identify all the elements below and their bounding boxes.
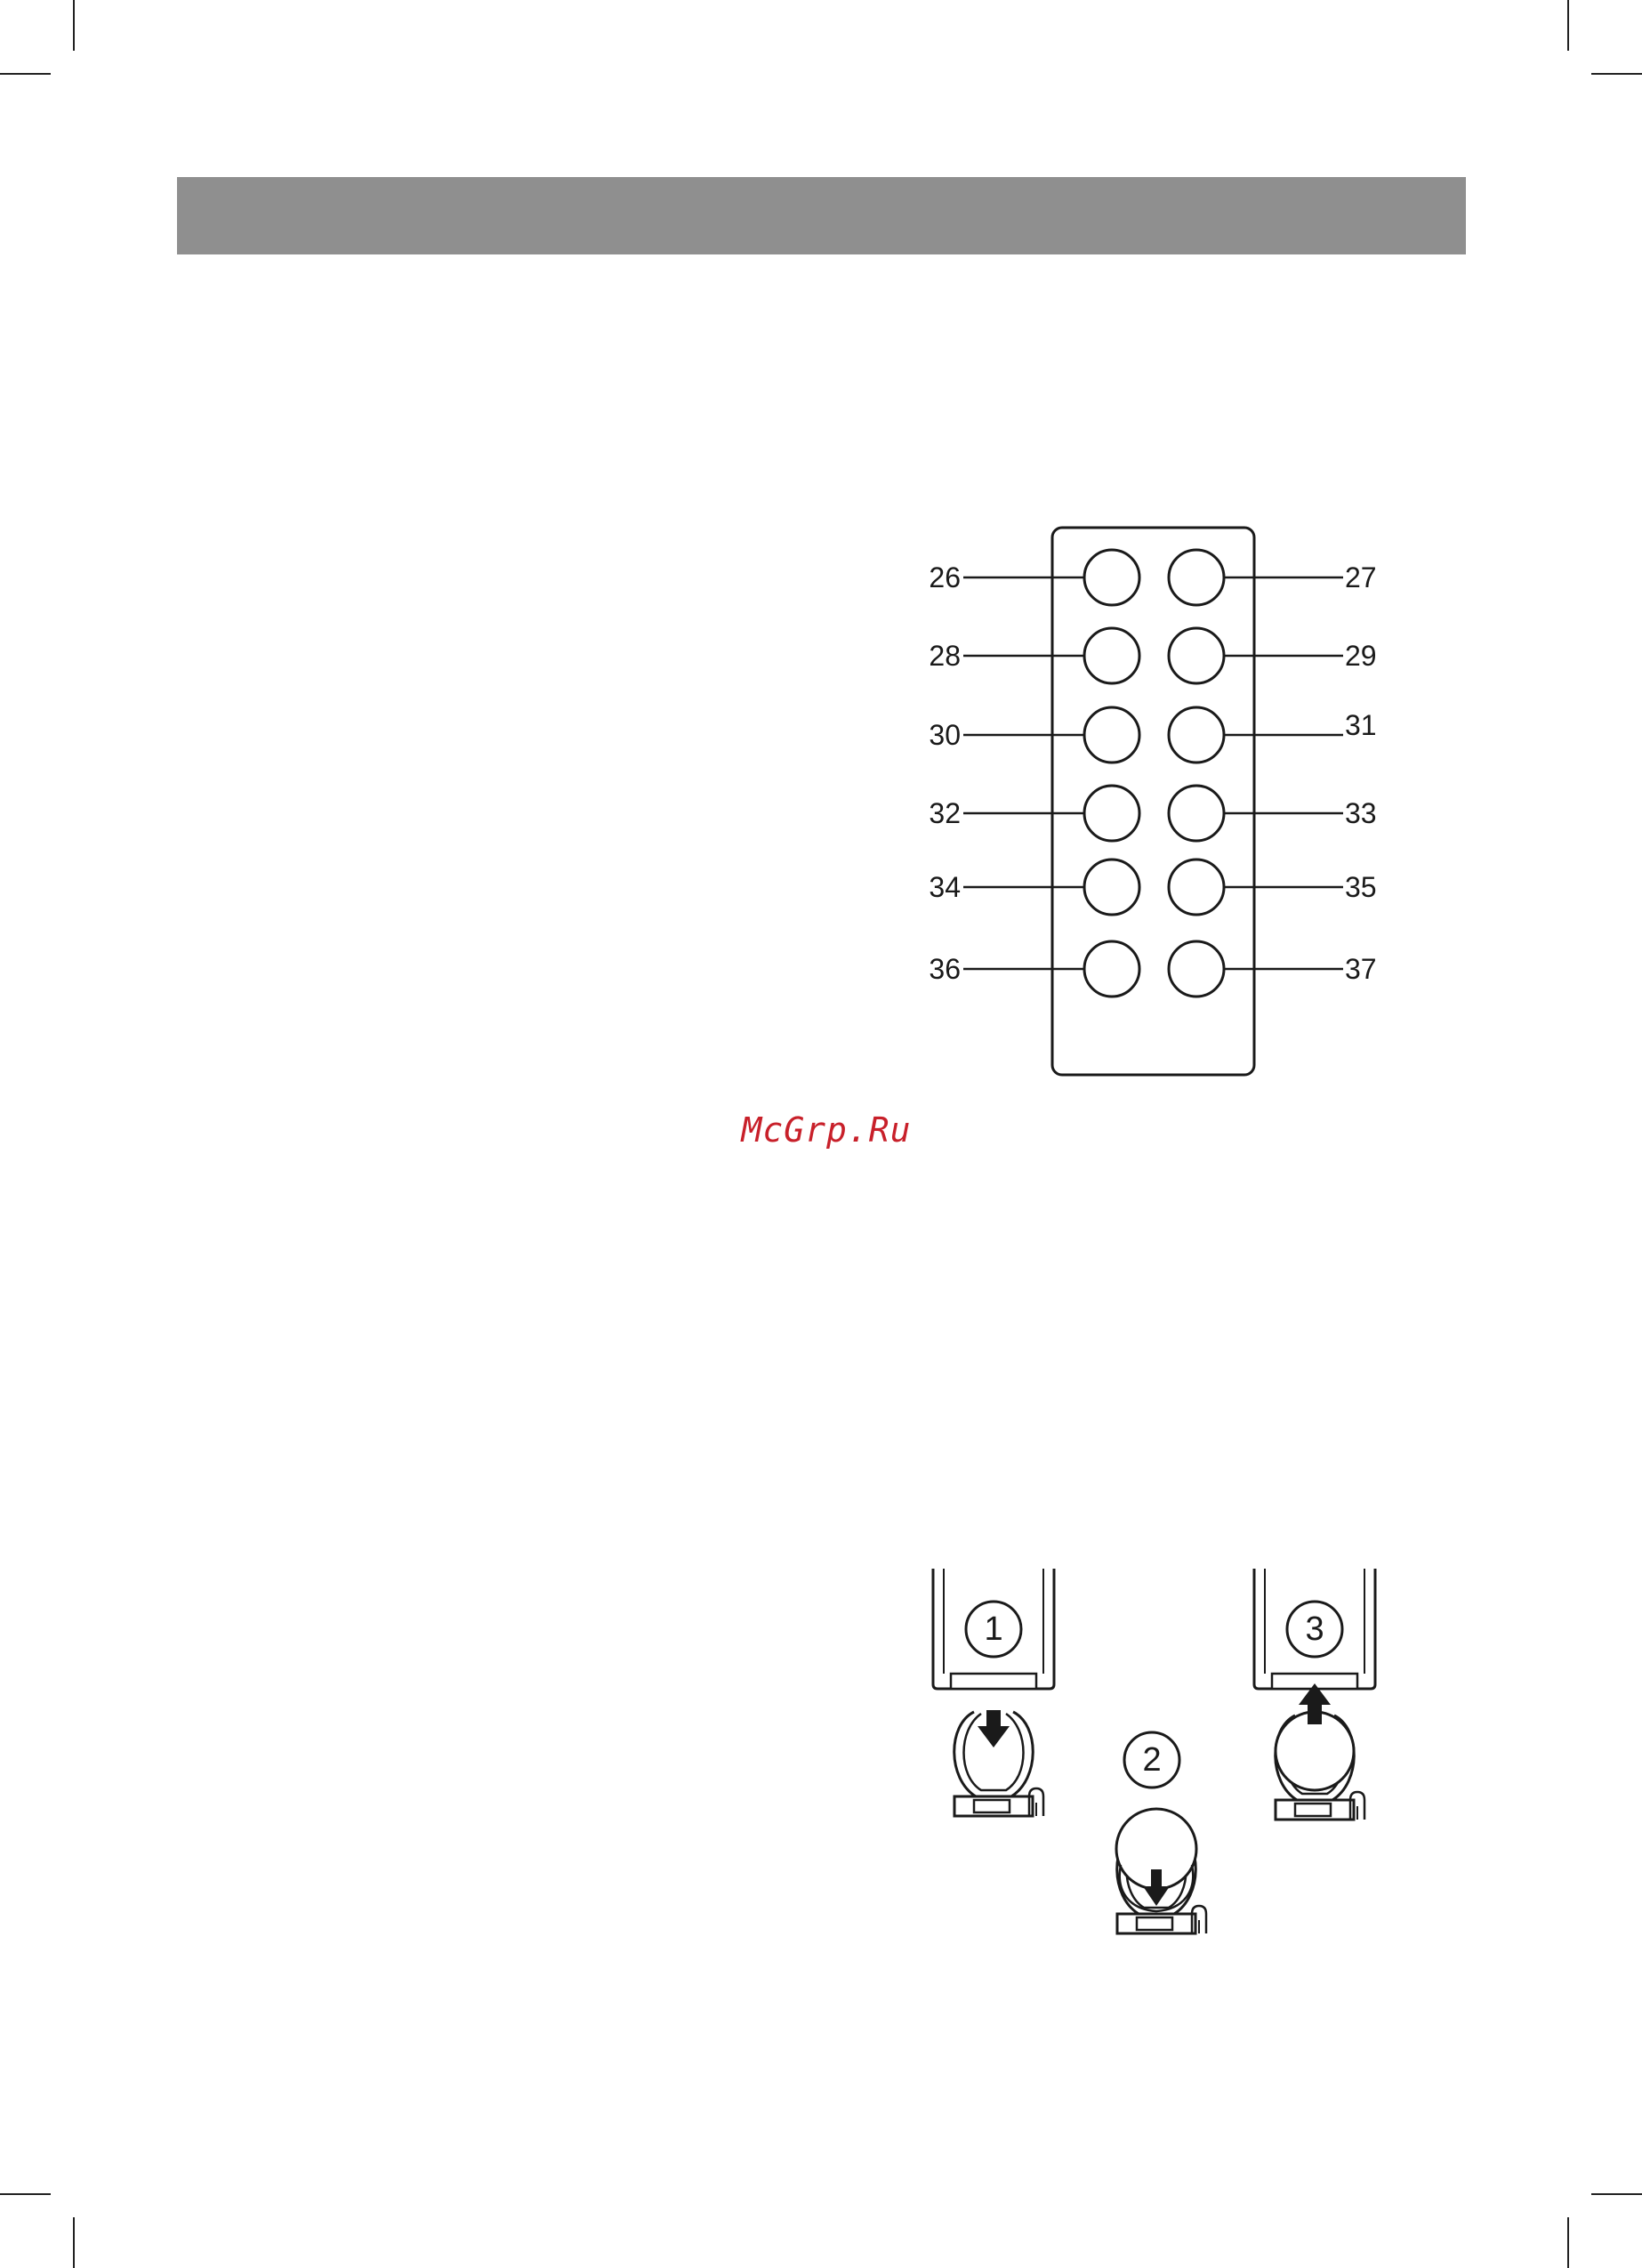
step-3-number: 3 [1305, 1610, 1324, 1648]
watermark-text: McGrp.Ru [741, 1110, 911, 1150]
battery-step-2: 2 [1124, 1732, 1179, 1788]
battery-step-1: 1 [933, 1569, 1054, 1689]
battery-step-3: 3 [1254, 1569, 1375, 1689]
battery-holder-step-3 [1276, 1683, 1364, 1820]
step-2-number: 2 [1142, 1741, 1161, 1779]
battery-holder-step-2 [1116, 1809, 1206, 1933]
battery-holder-step-1 [954, 1710, 1043, 1816]
step-1-number: 1 [984, 1610, 1002, 1648]
watermark: McGrp.Ru [0, 1110, 1642, 1150]
